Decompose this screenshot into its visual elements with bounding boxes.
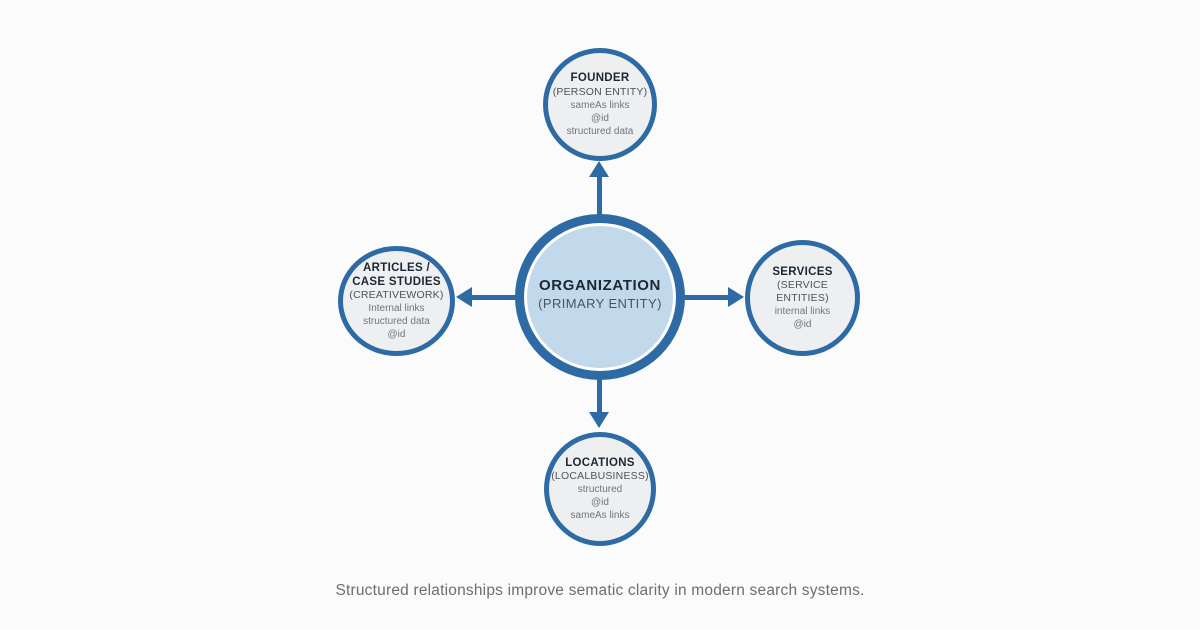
node-title: FOUNDER: [570, 72, 630, 85]
center-node-organization: ORGANIZATION (PRIMARY ENTITY): [515, 214, 685, 380]
node-detail: @id: [793, 319, 812, 331]
node-detail: structured: [577, 484, 623, 496]
center-node-subtitle: (PRIMARY ENTITY): [538, 296, 662, 311]
node-detail: @id: [591, 497, 609, 509]
node-detail: @id: [591, 112, 609, 124]
node-detail: sameAs links: [570, 510, 630, 522]
node-title: SERVICES: [772, 265, 833, 278]
node-services: SERVICES (SERVICE ENTITIES) internal lin…: [745, 240, 860, 356]
node-title: ARTICLES / CASE STUDIES: [352, 261, 441, 288]
node-type: (SERVICE ENTITIES): [776, 279, 829, 305]
diagram-caption: Structured relationships improve sematic…: [335, 582, 865, 599]
node-type: (LOCALBUSINESS): [551, 470, 649, 483]
node-type: (CREATIVEWORK): [349, 289, 444, 302]
node-type: (PERSON ENTITY): [552, 85, 648, 98]
arrow-head-up-icon: [589, 161, 609, 177]
arrow-shaft: [597, 373, 602, 413]
node-detail: structured data: [566, 125, 634, 137]
node-detail: Internal links: [368, 303, 425, 315]
node-founder: FOUNDER (PERSON ENTITY) sameAs links @id…: [543, 48, 657, 161]
center-node-title: ORGANIZATION: [539, 277, 661, 294]
arrow-head-right-icon: [728, 287, 744, 307]
node-detail: internal links: [774, 306, 831, 318]
node-detail: sameAs links: [570, 99, 630, 111]
node-detail: @id: [387, 329, 406, 341]
center-node-body: ORGANIZATION (PRIMARY ENTITY): [527, 226, 673, 368]
node-articles-case-studies: ARTICLES / CASE STUDIES (CREATIVEWORK) I…: [338, 246, 455, 356]
arrow-shaft: [683, 295, 729, 300]
arrow-head-left-icon: [456, 287, 472, 307]
arrow-shaft: [597, 176, 602, 223]
node-locations: LOCATIONS (LOCALBUSINESS) structured @id…: [544, 432, 656, 546]
arrow-head-down-icon: [589, 412, 609, 428]
node-detail: structured data: [363, 316, 430, 328]
arrow-shaft: [472, 295, 518, 300]
node-title: LOCATIONS: [565, 456, 635, 469]
